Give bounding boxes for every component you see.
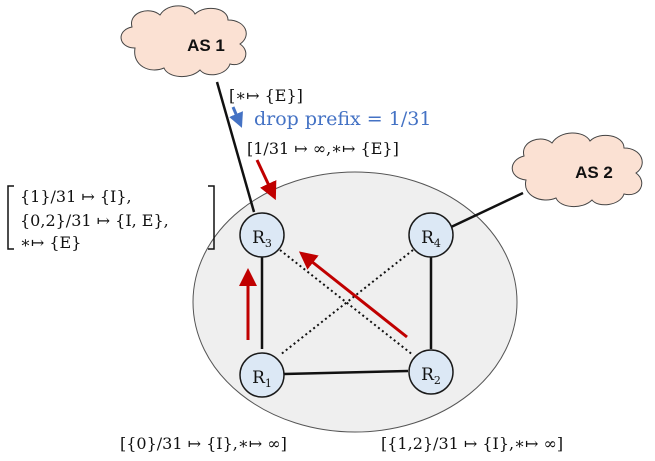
router-r2-subscript: 2 [434, 374, 441, 387]
router-r2: R2 [408, 349, 454, 395]
router-r2-label: R [421, 365, 435, 385]
router-r3: R3 [239, 212, 285, 258]
r3-table-left-bracket [7, 185, 14, 250]
as1-advertisement-label: [∗↦ {E}] [229, 86, 303, 105]
router-r1-subscript: 1 [265, 377, 272, 390]
router-r1-label: R [252, 368, 266, 388]
router-r3-subscript: 3 [265, 237, 272, 250]
as1-label: AS 1 [187, 36, 225, 55]
r3-routing-table: {1}/31 ↦ {I}, {0,2}/31 ↦ {I, E}, ∗↦ {E} [7, 185, 215, 252]
router-r4: R4 [408, 212, 454, 258]
internal-network-domain [192, 171, 518, 433]
r3-table-line-2: {0,2}/31 ↦ {I, E}, [20, 211, 169, 230]
router-r1: R1 [239, 352, 285, 398]
r3-table-right-bracket [208, 185, 215, 250]
link-as2-r4 [448, 191, 524, 230]
svg-text:R3: R3 [252, 228, 272, 250]
r1-table-label: [{0}/31 ↦ {I},∗↦ ∞] [120, 434, 287, 453]
router-r4-label: R [421, 228, 435, 248]
red-arrow-r2-to-r3 [298, 251, 408, 339]
drop-prefix-label: drop prefix = 1/31 [254, 108, 431, 130]
link-as1-r3 [215, 81, 256, 213]
svg-text:R2: R2 [421, 365, 441, 387]
svg-text:R1: R1 [252, 368, 272, 390]
r3-table-line-3: ∗↦ {E} [20, 233, 81, 252]
router-r4-subscript: 4 [434, 237, 441, 250]
r3-table-line-1: {1}/31 ↦ {I}, [20, 187, 132, 206]
as1-cloud: AS 1 [120, 5, 247, 77]
red-arrow-as1-to-r3 [255, 159, 277, 201]
blue-arrow-drop [229, 106, 243, 128]
r3-incoming-label: [1/31 ↦ ∞,∗↦ {E}] [247, 139, 399, 158]
link-r1-r2 [283, 369, 409, 376]
svg-text:R4: R4 [421, 228, 441, 250]
link-r3-r2-dotted [279, 249, 414, 356]
r2-table-label: [{1,2}/31 ↦ {I},∗↦ ∞] [381, 434, 563, 453]
link-r4-r1-dotted [279, 249, 414, 356]
as2-cloud: AS 2 [511, 132, 643, 207]
as2-label: AS 2 [575, 163, 613, 182]
router-r3-label: R [252, 228, 266, 248]
